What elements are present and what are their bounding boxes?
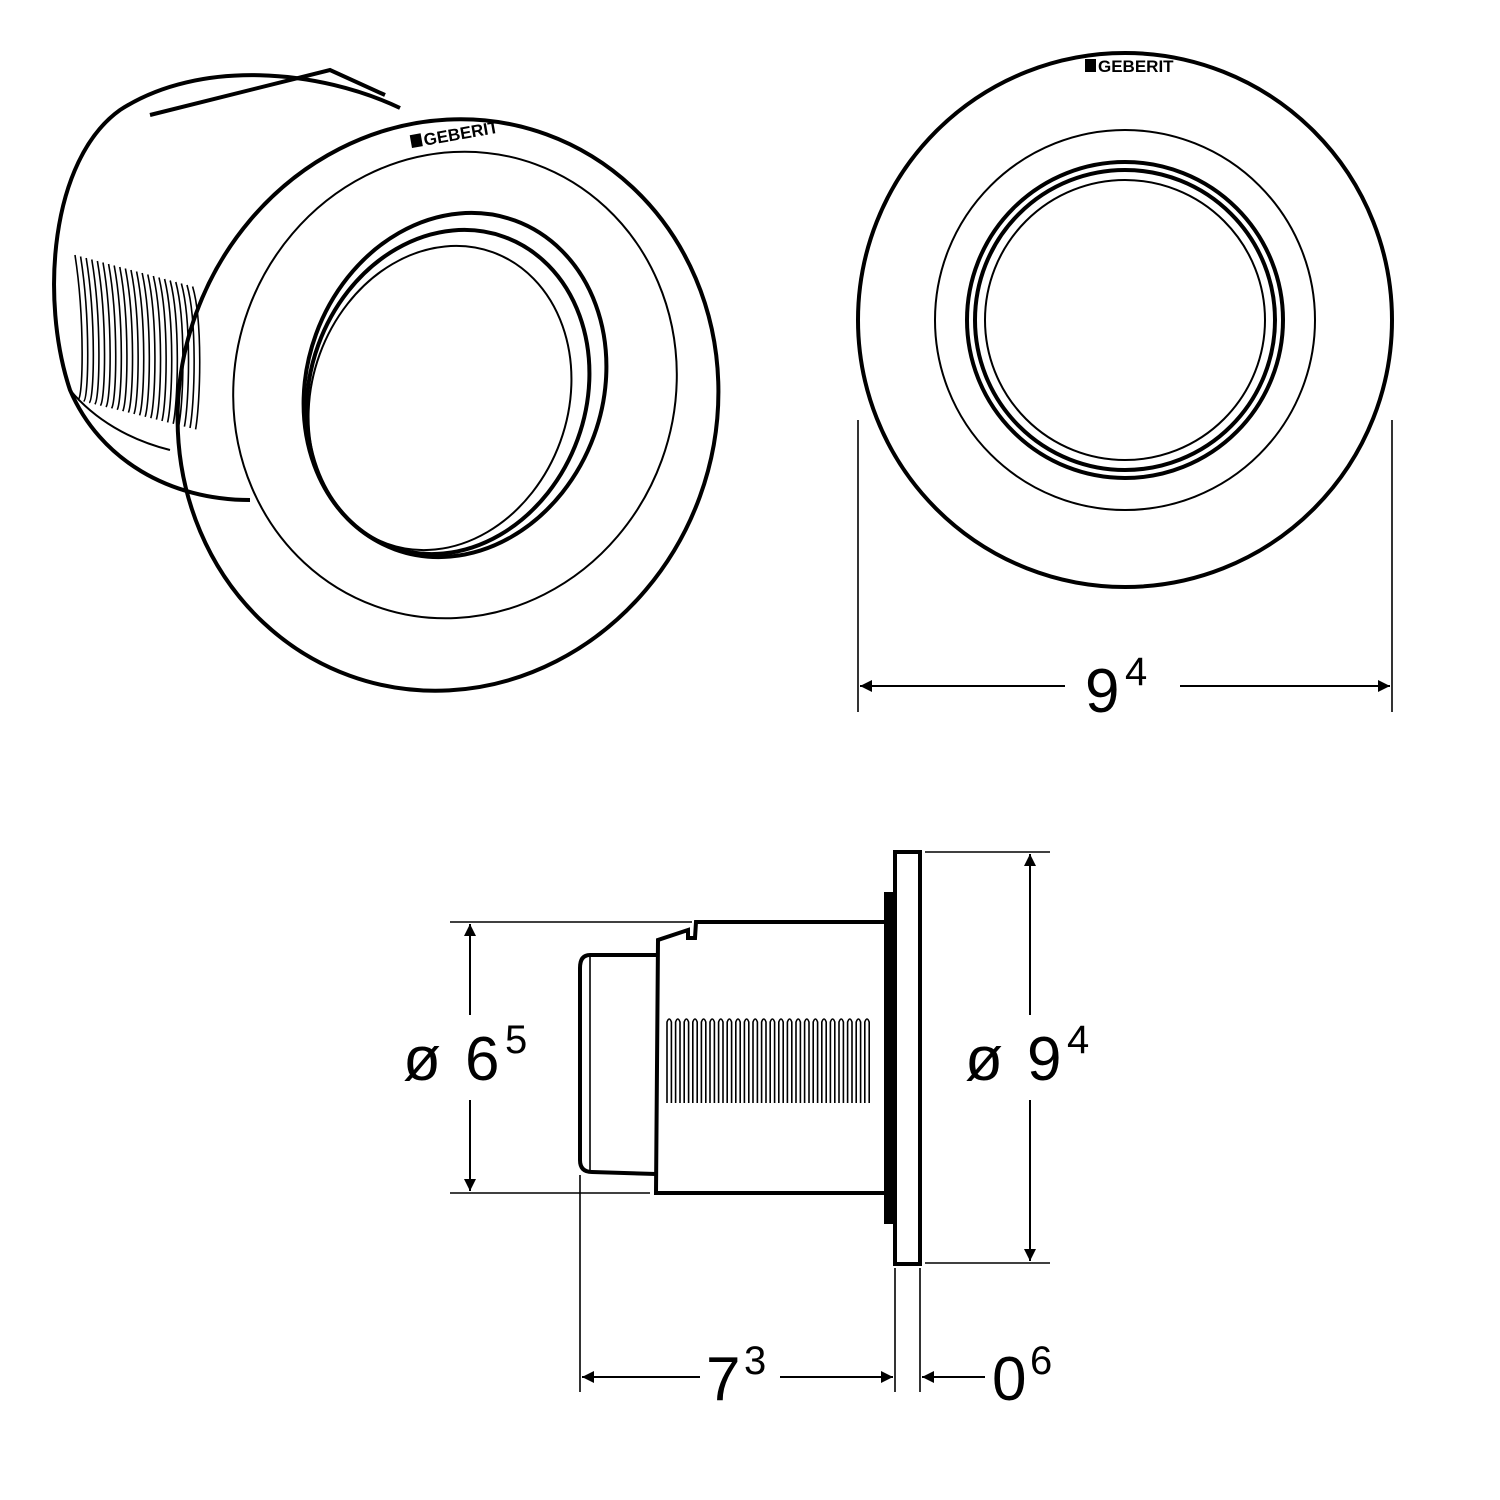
thread-ridge <box>74 254 83 401</box>
thread-ridge <box>735 1018 741 1103</box>
thread-ridge <box>821 1018 827 1103</box>
plate-diameter-dimension: ø 9 4 <box>925 851 1089 1264</box>
button-inner <box>307 244 573 552</box>
button-face <box>304 227 592 557</box>
thread-ridge <box>85 257 95 404</box>
thread-ridge <box>855 1018 862 1103</box>
front-view: GEBERIT 9 4 <box>856 51 1394 726</box>
thread-ridge <box>683 1018 690 1103</box>
depth-dimension: 7 3 0 6 <box>579 1175 1052 1414</box>
thread-ridge <box>163 278 173 423</box>
button-rim <box>965 160 1285 480</box>
faceplate-outer <box>856 51 1394 589</box>
thread-ridge <box>102 262 111 408</box>
thread-ridge <box>752 1018 759 1103</box>
svg-text:ø: ø <box>965 1025 1003 1094</box>
perspective-view: GEBERIT <box>52 67 721 693</box>
thread-ridges <box>74 254 201 430</box>
button-side <box>578 953 657 1176</box>
thread-ridge <box>666 1018 673 1103</box>
thread-ridge <box>778 1018 784 1103</box>
thread-ridge <box>119 266 128 412</box>
thread-ridge <box>79 256 89 403</box>
thread-ridge <box>124 268 134 413</box>
body <box>653 920 885 1195</box>
svg-text:7: 7 <box>706 1345 740 1414</box>
faceplate-outer <box>175 117 721 693</box>
thread-ridge <box>795 1018 802 1103</box>
thread-ridge <box>169 280 179 424</box>
thread-ridge <box>864 1018 870 1103</box>
thread-ridge <box>674 1018 681 1103</box>
thread-ridge <box>812 1018 819 1103</box>
rear-body <box>52 67 401 502</box>
thread-ridge <box>158 277 167 422</box>
svg-text:5: 5 <box>505 1018 527 1062</box>
svg-text:ø: ø <box>403 1025 441 1094</box>
faceplate-inner-ring <box>232 150 678 620</box>
thread-ridge <box>135 271 145 416</box>
thread-ridge <box>726 1018 733 1103</box>
thread-ridge <box>846 1018 853 1103</box>
svg-text:0: 0 <box>992 1345 1026 1414</box>
button-face <box>973 168 1277 472</box>
svg-text:9: 9 <box>1027 1025 1061 1094</box>
thread-ridge <box>191 286 201 430</box>
rear-diameter-dimension: ø 6 5 <box>403 921 692 1194</box>
faceplate-side <box>893 850 922 1266</box>
thread-ridge <box>803 1018 810 1103</box>
thread-ridge <box>186 284 195 429</box>
svg-text:3: 3 <box>744 1339 766 1383</box>
width-dimension: 9 4 <box>857 420 1393 726</box>
thread-ridge <box>180 283 190 427</box>
width-decimal: 4 <box>1125 650 1147 694</box>
thread-ridge <box>769 1018 776 1103</box>
thread-ridge <box>107 263 117 409</box>
thread-ridges <box>666 1018 870 1103</box>
thread-ridge <box>700 1018 707 1103</box>
width-value: 9 <box>1085 657 1119 726</box>
svg-text:GEBERIT: GEBERIT <box>1098 57 1174 76</box>
thread-ridge <box>743 1018 750 1103</box>
thread-ridge <box>130 269 139 415</box>
thread-ridge <box>829 1018 836 1103</box>
thread-ridge <box>717 1018 724 1103</box>
thread-ridge <box>141 272 151 418</box>
thread-ridge <box>709 1018 716 1103</box>
side-view: ø 6 5 ø 9 4 7 3 0 6 <box>403 850 1089 1414</box>
thread-ridge <box>91 259 100 405</box>
thread-ridge <box>692 1018 698 1103</box>
button-rim <box>301 210 609 560</box>
thread-ridge <box>152 275 162 420</box>
thread-ridge <box>786 1018 793 1103</box>
button-inner <box>984 179 1266 461</box>
faceplate-inner-ring <box>934 129 1316 511</box>
thread-ridge <box>760 1018 767 1103</box>
svg-text:6: 6 <box>1030 1339 1052 1383</box>
thread-ridge <box>113 265 123 411</box>
thread-ridge <box>96 260 106 407</box>
gasket <box>884 892 895 1224</box>
svg-text:4: 4 <box>1067 1018 1089 1062</box>
thread-ridge <box>147 274 156 419</box>
brand-logo-front: GEBERIT <box>1085 57 1174 76</box>
svg-text:6: 6 <box>465 1025 499 1094</box>
thread-ridge <box>838 1018 845 1103</box>
